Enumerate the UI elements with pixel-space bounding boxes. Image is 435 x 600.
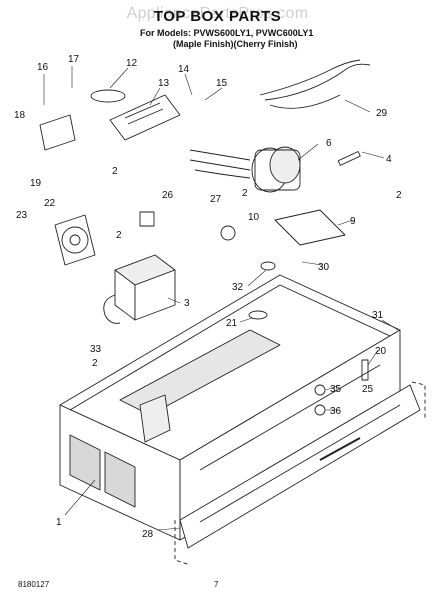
- callout-19: 19: [30, 178, 42, 189]
- cap: [248, 310, 268, 320]
- control-board: [109, 94, 181, 141]
- model-numbers: For Models: PVWS600LY1, PVWC600LY1: [140, 28, 314, 38]
- callout-12: 12: [126, 58, 138, 69]
- spring: [361, 359, 369, 381]
- relay: [139, 211, 155, 227]
- callout-22: 22: [44, 198, 56, 209]
- callout-17: 17: [68, 54, 80, 65]
- document-number: 8180127: [18, 580, 50, 589]
- transformer-box: [103, 254, 176, 324]
- fan-assembly: [54, 214, 96, 266]
- belt: [90, 89, 126, 103]
- callout-28: 28: [142, 529, 154, 540]
- front-panel: [174, 381, 426, 566]
- knob-35: [314, 384, 326, 396]
- watermark: AppliancePartsPros.com: [126, 5, 309, 22]
- callout-1: 1: [56, 517, 62, 528]
- callout-2e: 2: [92, 358, 98, 369]
- callout-35: 35: [330, 384, 342, 395]
- callout-23: 23: [16, 210, 28, 221]
- callout-26: 26: [162, 190, 174, 201]
- callout-2a: 2: [112, 166, 118, 177]
- connector: [337, 151, 361, 166]
- callout-4: 4: [386, 154, 392, 165]
- page-title: TOP BOX PARTS: [153, 8, 282, 25]
- callout-21: 21: [226, 318, 238, 329]
- callout-32: 32: [232, 282, 244, 293]
- callout-9: 9: [350, 216, 356, 227]
- callout-16: 16: [37, 62, 49, 73]
- plug: [260, 261, 276, 271]
- bracket: [39, 114, 76, 151]
- mounting-plate: [274, 209, 346, 246]
- model-list: For Models: PVWS600LY1, PVWC600LY1 (Mapl…: [140, 28, 313, 50]
- callout-33: 33: [90, 344, 102, 355]
- callout-13: 13: [158, 78, 170, 89]
- callout-25: 25: [362, 384, 374, 395]
- finish-list: (Maple Finish)(Cherry Finish): [173, 39, 298, 49]
- callout-3: 3: [184, 298, 190, 309]
- callout-6: 6: [326, 138, 332, 149]
- callout-20: 20: [375, 346, 387, 357]
- callout-29: 29: [376, 108, 388, 119]
- thermostat: [220, 225, 236, 241]
- callout-2d: 2: [396, 190, 402, 201]
- callout-14: 14: [178, 64, 190, 75]
- callout-31: 31: [372, 310, 384, 321]
- motor: [251, 146, 301, 193]
- callout-2b: 2: [116, 230, 122, 241]
- callout-2c: 2: [242, 188, 248, 199]
- callout-15: 15: [216, 78, 228, 89]
- callout-labels: 16 17 12 13 14 15 29 18 19 6 4 2 26 22 2…: [14, 54, 402, 540]
- callout-36: 36: [330, 406, 342, 417]
- callout-27: 27: [210, 194, 222, 205]
- wire-harness: [189, 59, 371, 179]
- knob-36: [314, 404, 326, 416]
- page-number: 7: [214, 580, 219, 589]
- callout-10: 10: [248, 212, 260, 223]
- callout-30: 30: [318, 262, 330, 273]
- callout-18: 18: [14, 110, 26, 121]
